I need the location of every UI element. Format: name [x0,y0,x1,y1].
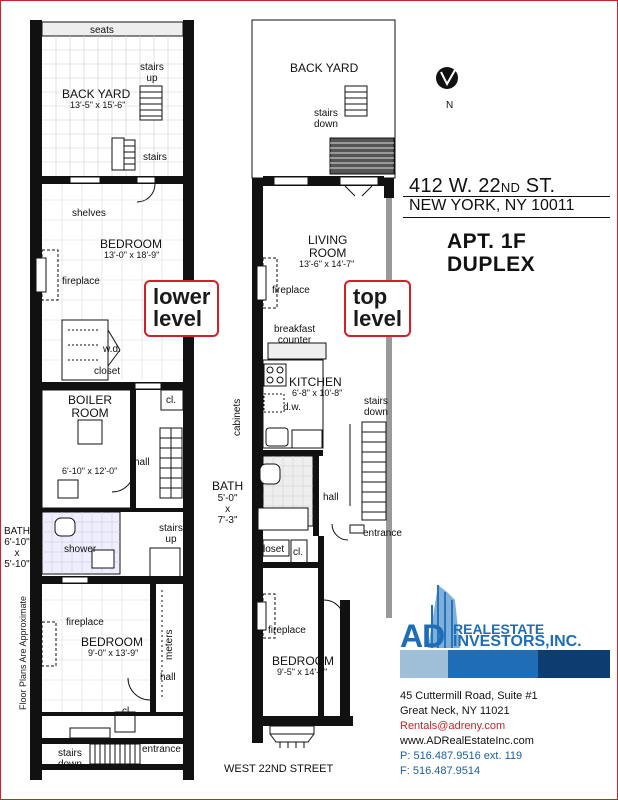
lower-fireplace1-label: fireplace [62,276,100,287]
lower-back-yard-dim: 13'-5" x 15'-6" [70,100,126,110]
company-email-link[interactable]: Rentals@adreny.com [400,720,506,732]
lower-wd-label: w.d. [103,344,121,355]
lower-shower-label: shower [64,544,97,555]
top-bath-line2: 5'-0" [217,493,238,504]
lower-seats-label: seats [90,25,114,36]
top-fireplace1-label: fireplace [272,285,310,296]
lower-boiler-line2: ROOM [71,406,109,420]
lower-stairs-down-line2: down [58,759,82,770]
top-dw-label: d.w. [283,402,301,413]
top-entrance-label: entrance [363,528,402,539]
company-logo-real-estate: REALESTATE [453,621,545,637]
top-cl-label: cl. [293,547,303,558]
lower-level-tag-line1: lower [153,284,211,309]
top-stairs-down-2-line2: down [364,407,388,418]
address-line-1: 412 W. 22ND ST. [409,175,555,199]
address-tail: ST. [520,175,556,197]
lower-bath-line3: x [14,548,20,559]
top-stairs-down-1-line1: stairs [314,108,338,119]
lower-boiler-dim: 6'-10" x 12'-0" [62,466,118,476]
top-living-dim: 13'-6" x 14'-7" [299,259,355,269]
lower-back-yard-label: BACK YARD [62,87,131,101]
apartment-line-1: APT. 1F [447,230,527,253]
street-label: WEST 22ND STREET [224,763,334,775]
top-living-line2: ROOM [309,246,347,260]
top-cabinets-label: cabinets [232,398,243,436]
address-suffix: ND [500,180,521,195]
company-logo-investors: INVESTORS,INC. [453,633,582,650]
lower-bath-line2: 6'-10" [4,537,30,548]
top-breakfast-line2: counter [277,335,312,346]
title-divider-top [403,196,610,197]
lower-bedroom2-label: BEDROOM [81,635,144,649]
company-address-1: 45 Cuttermill Road, Suite #1 [400,690,538,702]
company-phone: P: 516.487.9516 ext. 119 [400,750,523,762]
company-web-link[interactable]: www.ADRealEstateInc.com [400,735,534,747]
lower-cl1-label: cl. [166,395,176,406]
company-logo-ad: AD [400,618,445,654]
top-hall-label: hall [323,492,339,503]
lower-bedroom2-dim: 9'-0" x 13'-9" [88,648,139,658]
apartment-line-2: DUPLEX [447,253,536,276]
lower-meters-label: meters [164,629,175,660]
lower-bath-line1: BATH [4,526,30,537]
lower-stairs-up-2-line2: up [165,534,177,545]
company-fax: F: 516.487.9514 [400,765,481,777]
top-back-yard-label: BACK YARD [290,61,359,75]
top-kitchen-dim: 6'-8" x 10'-8" [292,388,343,398]
address-line-2: NEW YORK, NY 10011 [409,197,575,214]
top-bath-line4: 7'-3" [217,515,238,526]
lower-stairs-down-line1: stairs [58,748,82,759]
lower-cl2-label: cl. [122,706,132,717]
top-breakfast-line1: breakfast [274,324,316,335]
lower-fireplace2-label: fireplace [66,617,104,628]
top-level-tag-line2: level [353,306,402,331]
top-living-line1: LIVING [308,233,348,247]
top-fireplace2-label: fireplace [268,625,306,636]
lower-stairs-up-1-line1: stairs [140,62,164,73]
lower-level-tag-line2: level [153,306,202,331]
north-label: N [446,100,454,111]
lower-entrance-label: entrance [142,744,181,755]
top-bedroom-dim: 9'-5" x 14'-6" [277,667,328,677]
lower-hall1-label: hall [134,457,150,468]
company-address-2: Great Neck, NY 11021 [400,705,510,717]
top-bath-line1: BATH [212,479,244,493]
top-closet-label: closet [258,544,285,555]
top-stairs-down-2-line1: stairs [364,396,388,407]
lower-bath-line4: 5'-10" [4,559,30,570]
top-stairs-down-1-line2: down [314,119,338,130]
lower-closet-label: closet [94,366,121,377]
lower-boiler-line1: BOILER [68,393,113,407]
lower-shelves-label: shelves [72,208,106,219]
lower-bedroom1-dim: 13'-0" x 18'-9" [104,250,160,260]
title-divider-bottom [403,217,610,218]
address-street-num: 412 W. 22 [409,175,501,197]
top-bath-line3: x [225,504,231,515]
lower-hall2-label: hall [160,672,176,683]
top-kitchen-label: KITCHEN [289,375,342,389]
lower-stairs-up-1-line2: up [146,73,158,84]
top-bedroom-label: BEDROOM [272,654,335,668]
lower-stairs-up-2-line1: stairs [159,523,183,534]
lower-stairs-label: stairs [143,152,167,163]
lower-bedroom1-label: BEDROOM [100,237,163,251]
top-level-tag-line1: top [353,284,388,309]
